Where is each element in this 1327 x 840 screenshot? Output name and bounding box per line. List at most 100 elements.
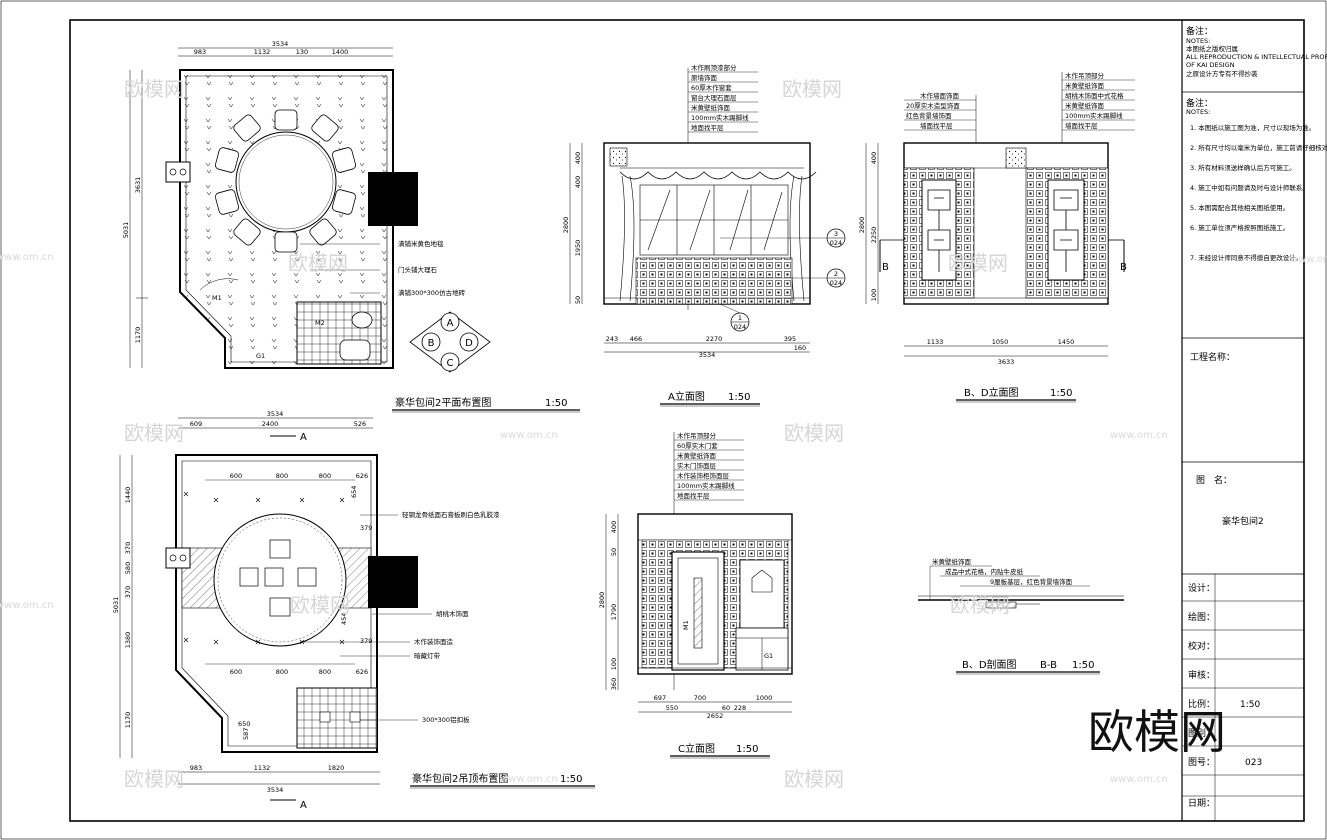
tb-project-label: 工程名称： (1190, 351, 1235, 363)
elevation-c: 木作吊顶部分 60厚实木门套 米黄壁纸饰面 实木门饰面层 木作装饰柜饰面层 10… (598, 431, 793, 759)
plan-dim-left: 1170 (134, 327, 142, 344)
ceiling-note-dim: 379 (360, 637, 372, 645)
tb-number-label: 图号： (1188, 757, 1215, 768)
tb-note-line-2: 1. 本图纸以施工图为准，尺寸以现场为准。 (1190, 123, 1315, 132)
elev-c-label: 60厚实木门套 (677, 441, 718, 450)
elev-a-marker-code: 024 (734, 323, 746, 331)
ceiling-label-5: 300*300铝扣板 (422, 715, 470, 724)
elev-c-dim-left: 400 (610, 521, 618, 533)
elev-bd-label-right: 米黄壁纸饰面 (1065, 81, 1105, 90)
elev-a-marker-code: 024 (830, 239, 842, 247)
tb-note-line: ALL REPRODUCTION & INTELLECTUAL PROPERTY (1186, 53, 1327, 61)
ceiling-grid-top: 600 (230, 472, 242, 480)
ceiling-dim-left: 370 (124, 586, 132, 598)
ceiling-dim-bottom: 1820 (328, 764, 345, 772)
plan-floor-label-3: 满铺300*300仿古地砖 (398, 288, 466, 297)
tb-note-line-2: 2. 所有尺寸均以毫米为单位，施工前请仔细核对现场尺寸。 (1190, 143, 1327, 152)
watermark-url: www.om.cn (0, 600, 54, 611)
ceiling-title: 豪华包间2吊顶布置图 (412, 772, 508, 785)
ceiling-dim-top: 2400 (262, 420, 279, 428)
door-m1-tag: M1 (212, 294, 222, 302)
tb-note-line-2: 3. 所有材料须送样确认后方可施工。 (1190, 163, 1296, 172)
elev-a-marker-num: 2 (834, 270, 838, 278)
ceiling-grid-bottom: 800 (319, 668, 331, 676)
elev-c-dim-total: 2652 (707, 712, 724, 720)
elev-bd-dim-bottom: 1450 (1058, 338, 1075, 346)
watermark-text: 欧模网 (124, 767, 184, 791)
ceiling-grid-bottom: 600 (230, 668, 242, 676)
watermark-url: www.om.cn (500, 430, 558, 441)
plan-dim-top-total: 3534 (272, 40, 289, 48)
tb-notes-en: NOTES: (1186, 37, 1210, 45)
watermark-url: www.om.cn (0, 252, 54, 263)
ceiling-label-2: 胡桃木饰面 (436, 609, 469, 618)
plan-dim-top: 1132 (254, 48, 271, 56)
tb-note-line-2: 6. 施工单位须严格按照图纸施工。 (1190, 223, 1289, 232)
tb-scale-value: 1:50 (1240, 700, 1260, 710)
ceiling-dim-left: 580 (124, 562, 132, 574)
elev-c-door-tag: M1 (682, 620, 690, 630)
elev-a-label: 地面找平层 (691, 123, 724, 132)
tb-drawing-name: 豪华包间2 (1222, 515, 1264, 527)
watermark-text: 欧模网 (288, 251, 348, 275)
elev-a-dim-total: 3534 (699, 351, 716, 359)
elev-bd-dim-left-total: 2800 (858, 217, 866, 234)
elev-a-dim-left: 1950 (574, 240, 582, 257)
section-bb: 米黄壁纸饰面 成品中式花格，内贴牛皮纸 9厘板基层，红色背景墙饰面 B、D剖面图… (918, 557, 1124, 675)
section-code: B-B (1040, 660, 1057, 671)
watermark-text: 欧模网 (290, 593, 350, 617)
watermark-url: www.om.cn (500, 774, 558, 785)
elev-c-dim-left: 50 (610, 548, 618, 556)
elev-a-label: 木作刷顶漆部分 (691, 63, 737, 72)
elev-bd-label-right: 100mm实木踢脚线 (1065, 111, 1123, 120)
elev-c-scale: 1:50 (736, 744, 758, 755)
ceiling-note-dim: 654 (350, 486, 358, 498)
ceiling-label-4: 暗藏灯带 (414, 651, 441, 660)
tb-note-line: OF KAI DESIGN (1186, 61, 1235, 69)
elev-bd-scale: 1:50 (1050, 388, 1072, 399)
elev-bd-marker-left: B (882, 262, 889, 273)
ceiling-dim-top: 609 (190, 420, 202, 428)
watermark-url: www.om.cn (1290, 254, 1327, 265)
watermark-text: 欧模网 (950, 593, 1010, 617)
elev-c-label: 木作装饰柜饰面层 (677, 471, 730, 480)
watermark-text: 欧模网 (948, 251, 1008, 275)
tb-extra-label: 图别： (1188, 728, 1215, 739)
elev-a-dim-bottom: 466 (630, 335, 642, 343)
watermark-text: 欧模网 (124, 421, 184, 445)
tb-note-line-2: 5. 本图需配合其他相关图纸使用。 (1190, 203, 1289, 212)
elev-bd-title: B、D立面图 (964, 386, 1019, 399)
ceiling-section-marker-bottom: A (300, 800, 307, 811)
elev-c-label: 木作吊顶部分 (677, 431, 717, 440)
elev-bd-dim-bottom: 1133 (927, 338, 944, 346)
plan-floor-label-2: 门头铺大理石 (398, 265, 438, 274)
ceiling-dim-left: 370 (124, 542, 132, 554)
elev-c-dim-left: 100 (610, 658, 618, 670)
ceiling-dim-bottom: 983 (190, 764, 202, 772)
watermark-url: www.om.cn (1110, 774, 1168, 785)
compass-symbol: A B D C (409, 311, 491, 373)
section-title: B、D剖面图 (962, 658, 1017, 671)
elev-c-cabinet-tag: G1 (764, 652, 773, 660)
tb-scale-label: 比例： (1188, 698, 1215, 710)
tb-notes-en-2: NOTES: (1186, 108, 1210, 116)
elev-c-label: 100mm实木踢脚线 (677, 481, 735, 490)
elev-bd-label-right: 米黄壁纸饰面 (1065, 101, 1105, 110)
elev-bd-label-left: 木作墙面饰面 (920, 91, 960, 100)
elev-bd-label-right: 墙面找平层 (1065, 121, 1098, 130)
plan-dim-left-total: 5031 (122, 222, 130, 239)
door-m2-tag: M2 (315, 319, 325, 327)
elev-a-dim-bottom: 395 (784, 335, 796, 343)
ceiling-note-dim: 650 (238, 720, 250, 728)
tb-note-line-2: 4. 施工中如有问题请及时与设计师联系。 (1190, 183, 1309, 192)
inner-frame (69, 19, 1305, 822)
elev-bd-dim-total: 3633 (998, 358, 1015, 366)
ceiling-note-dim: 379 (360, 524, 372, 532)
elev-bd-label-left: 墙面找平层 (920, 121, 953, 130)
plan-scale: 1:50 (545, 398, 567, 409)
elev-a-dim-left: 400 (574, 176, 582, 188)
elev-bd-dim-left: 100 (870, 289, 878, 301)
elev-bd-dim-bottom: 1050 (992, 338, 1009, 346)
elev-c-title: C立面图 (678, 742, 715, 755)
elev-bd-label-left: 红色背景墙饰面 (906, 111, 952, 120)
